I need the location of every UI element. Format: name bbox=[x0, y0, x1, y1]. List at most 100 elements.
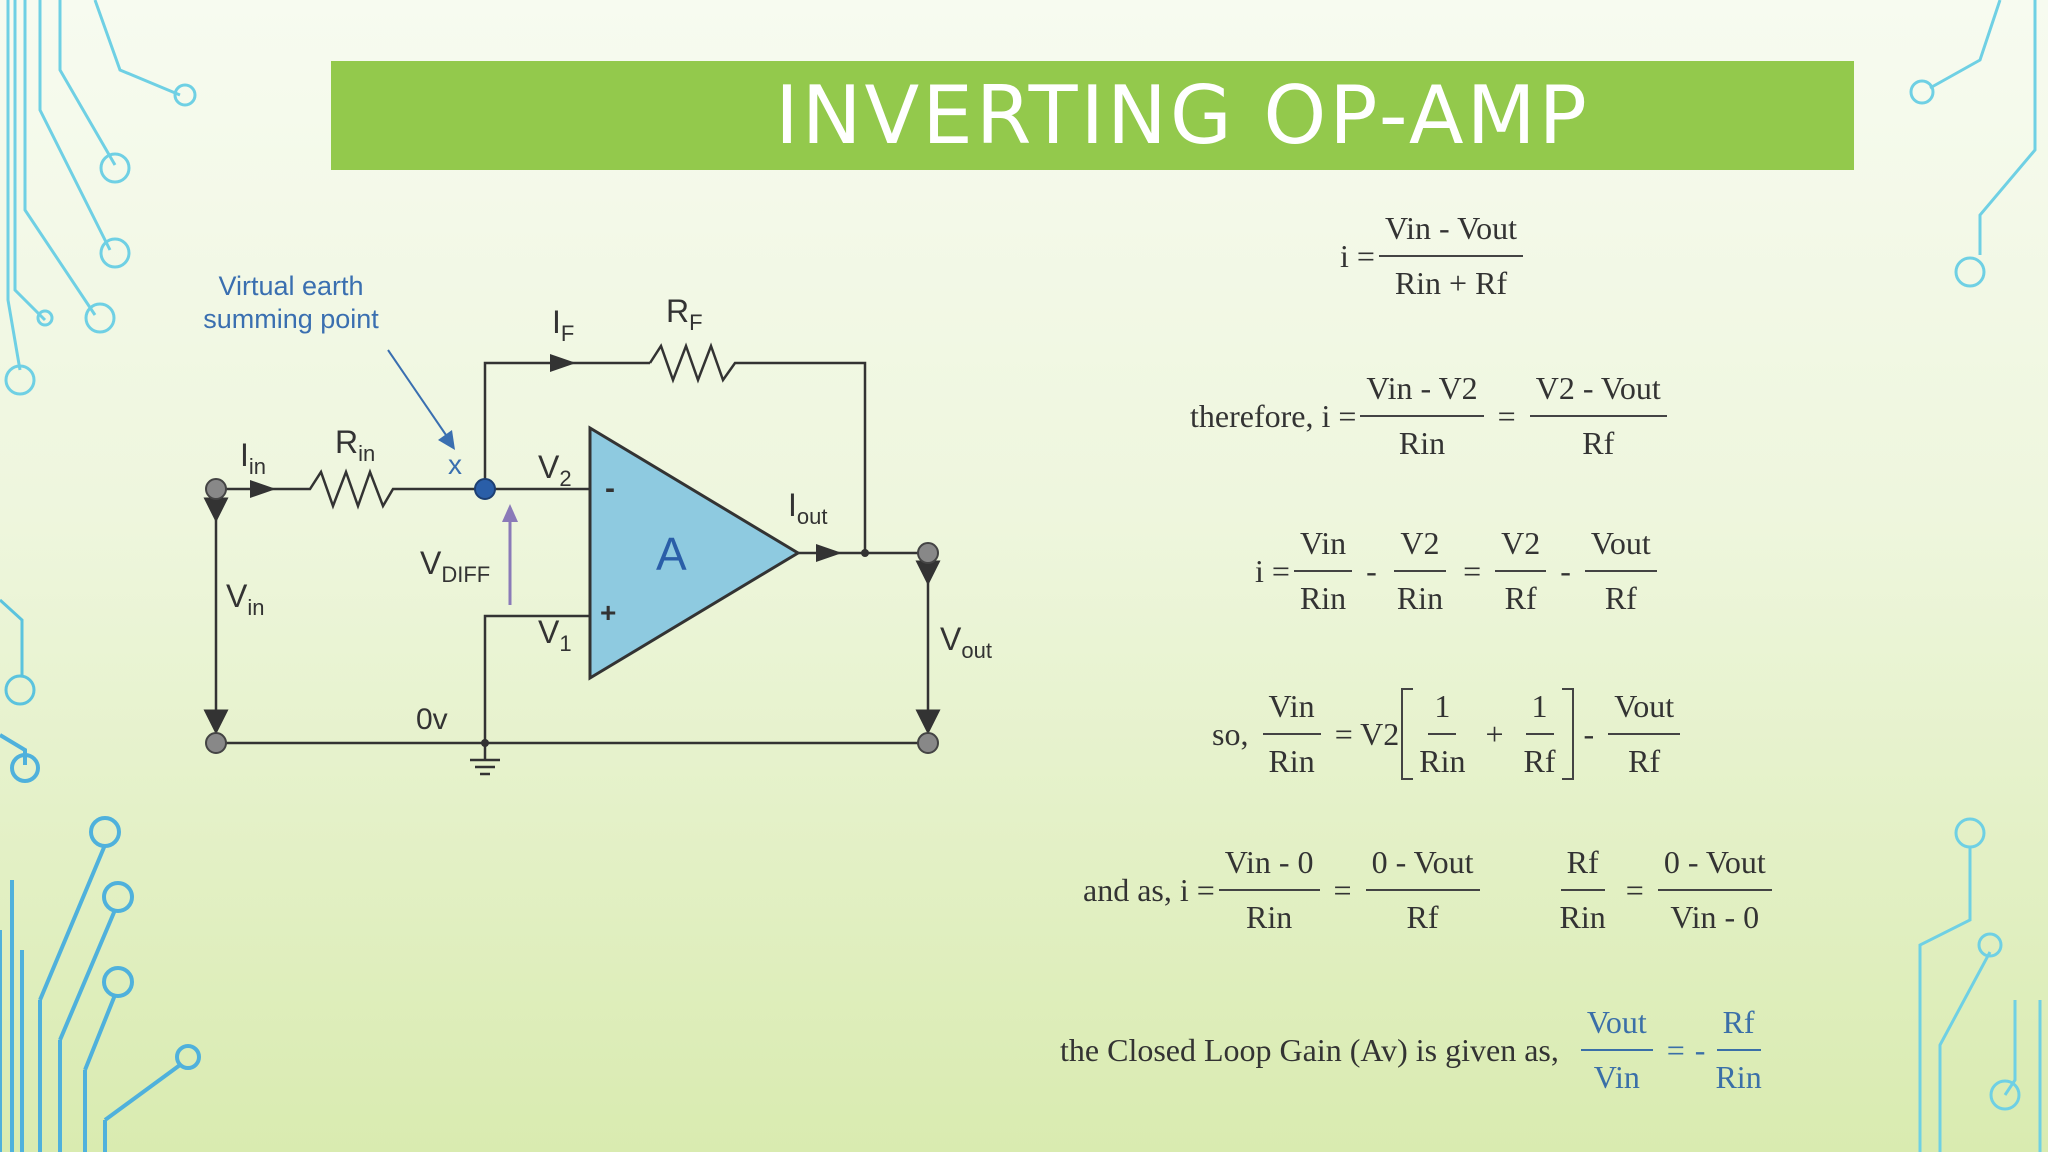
vin-terminal-top bbox=[205, 478, 227, 500]
equation-therefore: therefore, i = Vin - V2 Rin = V2 - Vout … bbox=[1190, 370, 1671, 462]
eq5-fraction-1: Vin - 0 Rin bbox=[1218, 844, 1320, 936]
equation-so: so, Vin Rin = V2 1 Rin + 1 Rf - Vout Rf bbox=[1212, 688, 1684, 780]
annotation-text-line2: summing point bbox=[203, 304, 379, 334]
eq4-bracket: 1 Rin + 1 Rf bbox=[1401, 688, 1574, 780]
annotation-arrowhead-icon bbox=[438, 430, 455, 450]
eq3-d3: Rf bbox=[1504, 580, 1537, 616]
eq4-d3: Rf bbox=[1628, 743, 1661, 779]
eq2-num2: V2 - Vout bbox=[1529, 370, 1667, 417]
eq3-equals: = bbox=[1463, 552, 1482, 589]
right-bottom-traces bbox=[1918, 817, 2042, 1152]
eq5-n1: Vin - 0 bbox=[1218, 844, 1320, 891]
eq6-prefix: the Closed Loop Gain (Av) is given as, bbox=[1060, 1031, 1559, 1068]
eq2-fraction-1: Vin - V2 Rin bbox=[1360, 370, 1484, 462]
left-middle-traces bbox=[0, 598, 36, 706]
eq6-fraction-1: Vout Vin bbox=[1580, 1004, 1653, 1096]
inverting-opamp-circuit: Virtual earth summing point Iin Rin x IF… bbox=[203, 271, 992, 776]
ground-junction bbox=[481, 739, 489, 747]
eq3-d2: Rin bbox=[1396, 580, 1444, 616]
eq4-fraction-2: Vout Rf bbox=[1608, 688, 1681, 780]
eq1-numerator: Vin - Vout bbox=[1378, 210, 1523, 257]
vin-terminal-bottom bbox=[205, 732, 227, 754]
summing-node bbox=[474, 478, 496, 500]
equation-current: i = Vin - Vout Rin + Rf bbox=[1340, 210, 1527, 302]
eq4-minus: - bbox=[1583, 715, 1595, 752]
equation-and-as: and as, i = Vin - 0 Rin = 0 - Vout Rf Rf… bbox=[1083, 844, 1776, 936]
eq4-bd1: Rin bbox=[1419, 743, 1466, 779]
eq6-d2: Rin bbox=[1715, 1059, 1762, 1095]
iout-arrow-icon bbox=[816, 544, 842, 562]
eq5-d4: Vin - 0 bbox=[1670, 899, 1760, 935]
eq6-gain-expression: Vout Vin = - Rf Rin bbox=[1577, 1004, 1772, 1096]
if-label: IF bbox=[552, 304, 574, 346]
annotation-pointer bbox=[387, 349, 447, 436]
right-top-traces bbox=[1909, 0, 2037, 288]
eq5-d1: Rin bbox=[1246, 899, 1293, 935]
rin-label: Rin bbox=[335, 424, 375, 466]
annotation-text-line1: Virtual earth bbox=[218, 271, 363, 301]
left-bottom-traces bbox=[0, 733, 201, 1152]
eq3-n2: V2 bbox=[1394, 525, 1446, 572]
eq2-den2: Rf bbox=[1582, 425, 1615, 461]
eq1-denominator: Rin + Rf bbox=[1394, 265, 1508, 301]
rf-label: RF bbox=[666, 293, 703, 335]
eq5-fraction-4: 0 - Vout Vin - 0 bbox=[1657, 844, 1772, 936]
eq4-bracket-fraction-2: 1 Rf bbox=[1518, 688, 1562, 780]
eq5-equals-1: = bbox=[1333, 871, 1352, 908]
eq6-n1: Vout bbox=[1580, 1004, 1653, 1051]
vdiff-label: VDIFF bbox=[420, 545, 490, 587]
eq5-fraction-2: 0 - Vout Rf bbox=[1365, 844, 1480, 936]
v2-label: V2 bbox=[538, 449, 572, 491]
eq3-fraction-1: Vin Rin bbox=[1294, 525, 1353, 617]
left-top-traces bbox=[4, 0, 197, 396]
eq4-bn2: 1 bbox=[1525, 688, 1554, 735]
iin-arrow-icon bbox=[250, 480, 276, 498]
eq6-minus: - bbox=[1694, 1031, 1706, 1068]
eq5-d3: Rin bbox=[1559, 899, 1606, 935]
eq5-n3: Rf bbox=[1560, 844, 1605, 891]
eq3-fraction-3: V2 Rf bbox=[1495, 525, 1547, 617]
eq4-n3: Vout bbox=[1608, 688, 1681, 735]
inverting-input-sign: - bbox=[605, 472, 615, 505]
eq3-minus-1: - bbox=[1366, 552, 1377, 589]
equation-closed-loop-gain: the Closed Loop Gain (Av) is given as, V… bbox=[1060, 1004, 1772, 1096]
eq3-n3: V2 bbox=[1495, 525, 1547, 572]
eq4-plus: + bbox=[1485, 715, 1504, 752]
eq3-d4: Rf bbox=[1604, 580, 1637, 616]
eq5-n4: 0 - Vout bbox=[1657, 844, 1772, 891]
x-marker: x bbox=[448, 449, 462, 480]
eq4-fraction-1: Vin Rin bbox=[1262, 688, 1321, 780]
eq4-bn1: 1 bbox=[1428, 688, 1457, 735]
eq3-d1: Rin bbox=[1299, 580, 1347, 616]
eq4-equals-v2: = V2 bbox=[1334, 715, 1400, 752]
eq5-n2: 0 - Vout bbox=[1365, 844, 1480, 891]
output-junction bbox=[861, 549, 869, 557]
eq4-prefix: so, bbox=[1212, 715, 1249, 752]
eq3-fraction-2: V2 Rin bbox=[1391, 525, 1449, 617]
eq2-num1: Vin - V2 bbox=[1360, 370, 1484, 417]
eq1-fraction: Vin - Vout Rin + Rf bbox=[1378, 210, 1523, 302]
eq4-n1: Vin bbox=[1262, 688, 1321, 735]
eq3-n1: Vin bbox=[1294, 525, 1353, 572]
eq6-equals: = bbox=[1666, 1031, 1685, 1068]
eq3-minus-2: - bbox=[1560, 552, 1571, 589]
eq6-n2: Rf bbox=[1716, 1004, 1761, 1051]
eq5-prefix: and as, i = bbox=[1083, 871, 1215, 908]
eq5-equals-2: = bbox=[1625, 871, 1644, 908]
equation-expanded: i = Vin Rin - V2 Rin = V2 Rf - Vout Rf bbox=[1255, 525, 1661, 617]
vin-label: Vin bbox=[226, 578, 264, 620]
eq5-d2: Rf bbox=[1406, 899, 1439, 935]
eq3-lhs: i = bbox=[1255, 552, 1290, 589]
eq3-fraction-4: Vout Rf bbox=[1584, 525, 1657, 617]
eq3-n4: Vout bbox=[1584, 525, 1657, 572]
vout-terminal-top bbox=[917, 542, 939, 564]
eq2-equals: = bbox=[1497, 397, 1516, 434]
eq2-prefix: therefore, i = bbox=[1190, 397, 1357, 434]
vout-terminal-bottom bbox=[917, 732, 939, 754]
title-bar: INVERTING OP-AMP bbox=[331, 61, 1854, 170]
eq4-bd2: Rf bbox=[1523, 743, 1556, 779]
slide-title: INVERTING OP-AMP bbox=[775, 69, 1590, 162]
eq4-bracket-fraction-1: 1 Rin bbox=[1413, 688, 1471, 780]
if-arrow-icon bbox=[550, 354, 576, 372]
